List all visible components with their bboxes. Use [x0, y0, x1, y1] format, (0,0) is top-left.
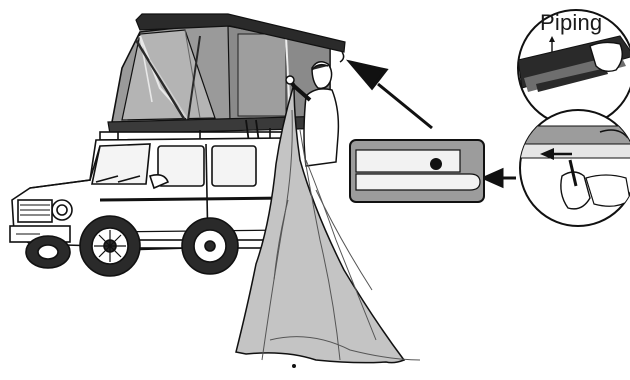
- detail-panel-icon: [350, 140, 484, 202]
- side-window-rear: [212, 146, 256, 186]
- arrow-icon: [350, 62, 432, 128]
- piping-label: Piping: [540, 10, 602, 36]
- rail-detail-circle: [514, 110, 630, 226]
- grille: [18, 200, 52, 222]
- vehicle: [10, 120, 290, 276]
- front-wheel: [80, 216, 140, 276]
- arrow-icon: [484, 170, 516, 186]
- windshield: [92, 144, 150, 184]
- spare-wheel: [26, 236, 70, 268]
- circle-detail-icon: [430, 158, 442, 170]
- rear-wheel: [182, 218, 238, 274]
